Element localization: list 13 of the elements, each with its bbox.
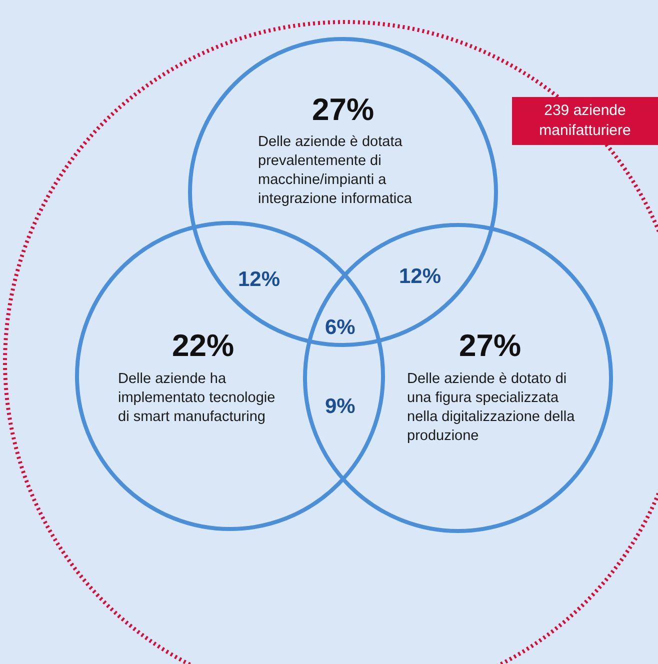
- percentage-value: 22%: [170, 328, 236, 364]
- percentage-value: 27%: [310, 92, 376, 128]
- description-text: Delle aziende ha implementato tecnologie di smart manufacturing: [118, 370, 276, 427]
- overlap-percentage: 9%: [325, 395, 356, 419]
- percentage-value: 27%: [458, 328, 522, 364]
- overlap-percentage: 12%: [238, 268, 280, 292]
- overlap-percentage: 12%: [399, 265, 442, 289]
- set-circle: [303, 223, 613, 533]
- overlap-percentage: 6%: [325, 316, 356, 340]
- sample-size-tag: 239 aziende manifatturiere: [512, 97, 658, 145]
- description-text: Delle aziende è dotata prevalentemente di macchine/impianti a integrazione informatica: [258, 133, 413, 209]
- description-text: Delle aziende è dotato di una figura specializzata nella digitalizzazione della produzione: [407, 370, 576, 446]
- set-circle: [75, 221, 385, 531]
